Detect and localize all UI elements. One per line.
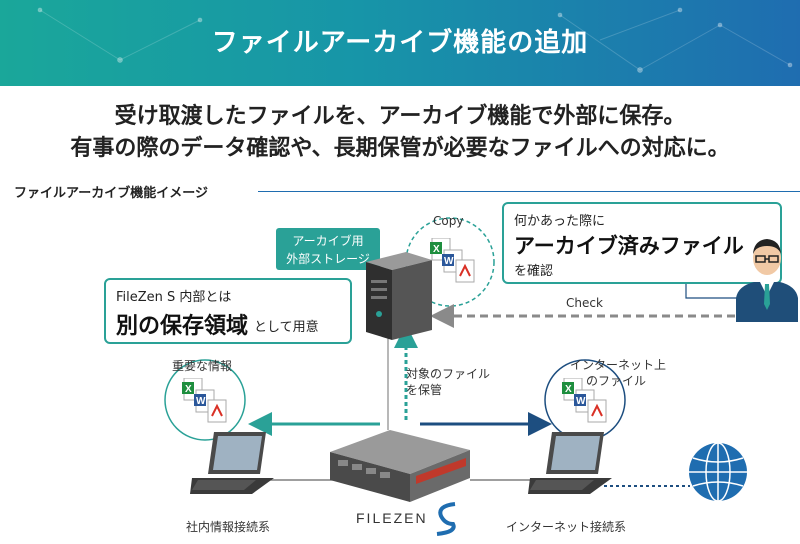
internal-network-label: 社内情報接続系	[186, 520, 271, 534]
internet-file-icons: X W	[562, 377, 608, 428]
check-label: Check	[566, 296, 603, 310]
network-pattern	[37, 7, 793, 73]
user-box-line3: を確認	[514, 264, 554, 279]
banner-title: ファイルアーカイブ機能の追加	[211, 28, 589, 58]
important-file-icons: X W	[182, 377, 228, 428]
section-title: ファイルアーカイブ機能イメージ	[14, 186, 208, 201]
storage-label-line1: アーカイブ用	[292, 234, 364, 248]
svg-text:X: X	[185, 384, 192, 395]
laptop-icon	[190, 432, 274, 494]
svg-text:W: W	[576, 396, 586, 407]
copy-label: Copy	[433, 214, 464, 228]
important-circle	[164, 359, 246, 441]
internal-box-line1: FileZen S 内部とは	[116, 290, 232, 305]
copy-file-icons: X W	[430, 237, 476, 288]
user-box-line1: 何かあった際に	[514, 214, 606, 229]
storage-label-line2: 外部ストレージ	[286, 252, 370, 266]
pdf-icon	[207, 399, 227, 423]
laptop-icon	[528, 432, 612, 494]
svg-text:W: W	[196, 396, 206, 407]
section-divider	[258, 191, 800, 192]
copy-circle	[405, 217, 495, 307]
internet-files-label-line2: のファイル	[586, 374, 647, 388]
pdf-icon	[587, 399, 607, 423]
svg-text:X: X	[565, 384, 572, 395]
internet-network-label: インターネット接続系	[506, 520, 627, 534]
storage-label: アーカイブ用 外部ストレージ	[276, 228, 380, 270]
important-label: 重要な情報	[172, 359, 233, 373]
internal-storage-box: FileZen S 内部とは 別の保存領域 として用意	[104, 278, 352, 344]
user-avatar-icon	[736, 239, 798, 322]
internet-files-label-line1: インターネット上	[570, 358, 667, 372]
internal-box-suffix: として用意	[254, 320, 319, 335]
filezen-s-mark	[436, 502, 456, 536]
appliance-icon	[330, 430, 470, 502]
pdf-icon	[455, 259, 475, 283]
globe-icon	[689, 442, 747, 502]
header-banner: ファイルアーカイブ機能の追加	[0, 0, 800, 86]
lead-line-1: 受け取渡したファイルを、アーカイブ機能で外部に保存。	[114, 104, 686, 129]
save-label-line1: 対象のファイル	[406, 367, 491, 381]
svg-text:X: X	[433, 244, 440, 255]
internet-files-label: インターネット上 のファイル	[570, 357, 666, 389]
svg-text:W: W	[444, 256, 454, 267]
user-check-box: 何かあった際に アーカイブ済みファイル を確認	[502, 202, 782, 284]
save-label: 対象のファイル を保管	[406, 366, 490, 398]
server-icon	[366, 252, 432, 340]
save-label-line2: を保管	[406, 383, 443, 397]
filezen-logo: FILEZEN	[356, 510, 428, 526]
lead-line-2: 有事の際のデータ確認や、長期保管が必要なファイルへの対応に。	[70, 136, 730, 161]
internal-box-big: 別の保存領域	[116, 314, 249, 339]
user-box-big: アーカイブ済みファイル	[514, 234, 744, 258]
